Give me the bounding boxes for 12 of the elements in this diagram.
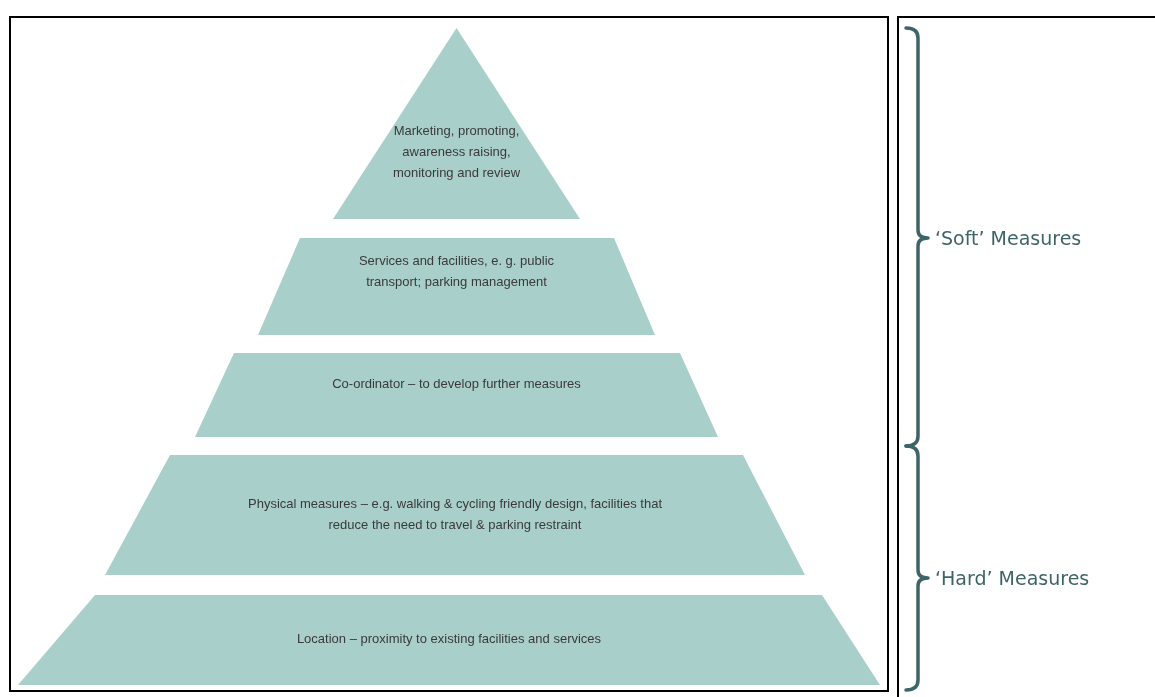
bracket-label: ‘Hard’ Measures <box>935 566 1090 591</box>
pyramid-tier <box>333 28 580 219</box>
pyramid-tier <box>18 595 880 685</box>
tier-text: Co-ordinator – to develop further measures <box>332 375 581 393</box>
bracket-label: ‘Soft’ Measures <box>935 226 1082 251</box>
tier-text: Services and facilities, e. g. public transport; parking management <box>357 252 556 291</box>
tier-text: Marketing, promoting, awareness raising, monitoring and review <box>391 122 522 182</box>
pyramid-tier <box>105 455 805 575</box>
pyramid-tier <box>195 353 718 437</box>
tier-text: Physical measures – e.g. walking & cycling friendly design, facilities that reduce the need to travel & parking restraint <box>247 495 663 534</box>
tier-text: Location – proximity to existing facilities and services <box>296 630 602 648</box>
pyramid-tier <box>258 238 655 335</box>
